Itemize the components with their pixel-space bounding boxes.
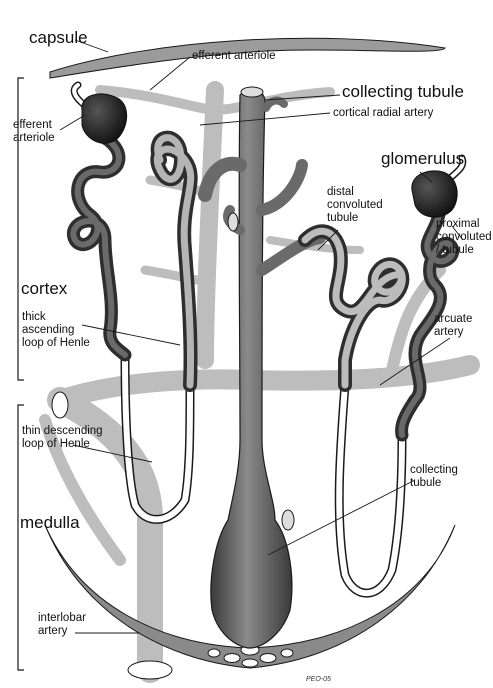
cortical-radial-artery-label: cortical radial artery xyxy=(333,107,433,120)
efferent-arteriole-left-label: efferent arteriole xyxy=(13,119,55,145)
left-nephron xyxy=(73,85,190,519)
cortical-radial-artery-vessel xyxy=(205,90,215,360)
distal-convoluted-tubule-label: distal convoluted tubule xyxy=(327,186,383,225)
collecting-tubule-cut xyxy=(282,510,294,530)
glomerulus-label: glomerulus xyxy=(381,149,464,168)
proximal-convoluted-tubule-label: proximal convoluted / tubule xyxy=(436,218,492,257)
left-glomerulus xyxy=(82,94,127,143)
collecting-tubule-cut-2 xyxy=(228,213,238,231)
collecting-tubule-top-label: collecting tubule xyxy=(342,82,464,101)
thin-descending-loop-label: thin descending loop of Henle xyxy=(22,425,103,451)
efferent-arteriole-top-label: efferent arteriole xyxy=(192,50,276,63)
medulla-label: medulla xyxy=(20,513,80,532)
arcuate-artery-label: arcuate artery xyxy=(434,313,472,339)
thick-ascending-loop-label: thick ascending loop of Henle xyxy=(22,311,90,350)
capsule-label: capsule xyxy=(29,28,88,47)
artist-credit: PEO-05 xyxy=(306,673,331,686)
interlobar-artery-label: interlobar artery xyxy=(38,612,86,638)
cortex-label: cortex xyxy=(21,279,67,298)
duct-top-opening xyxy=(241,87,263,97)
interlobar-artery-cut-end xyxy=(128,661,172,679)
collecting-tubule-bottom-label: collecting tubule xyxy=(410,464,458,490)
medulla-vessel-cut-end xyxy=(52,392,68,418)
right-glomerulus xyxy=(412,171,457,217)
region-brackets xyxy=(18,78,24,670)
